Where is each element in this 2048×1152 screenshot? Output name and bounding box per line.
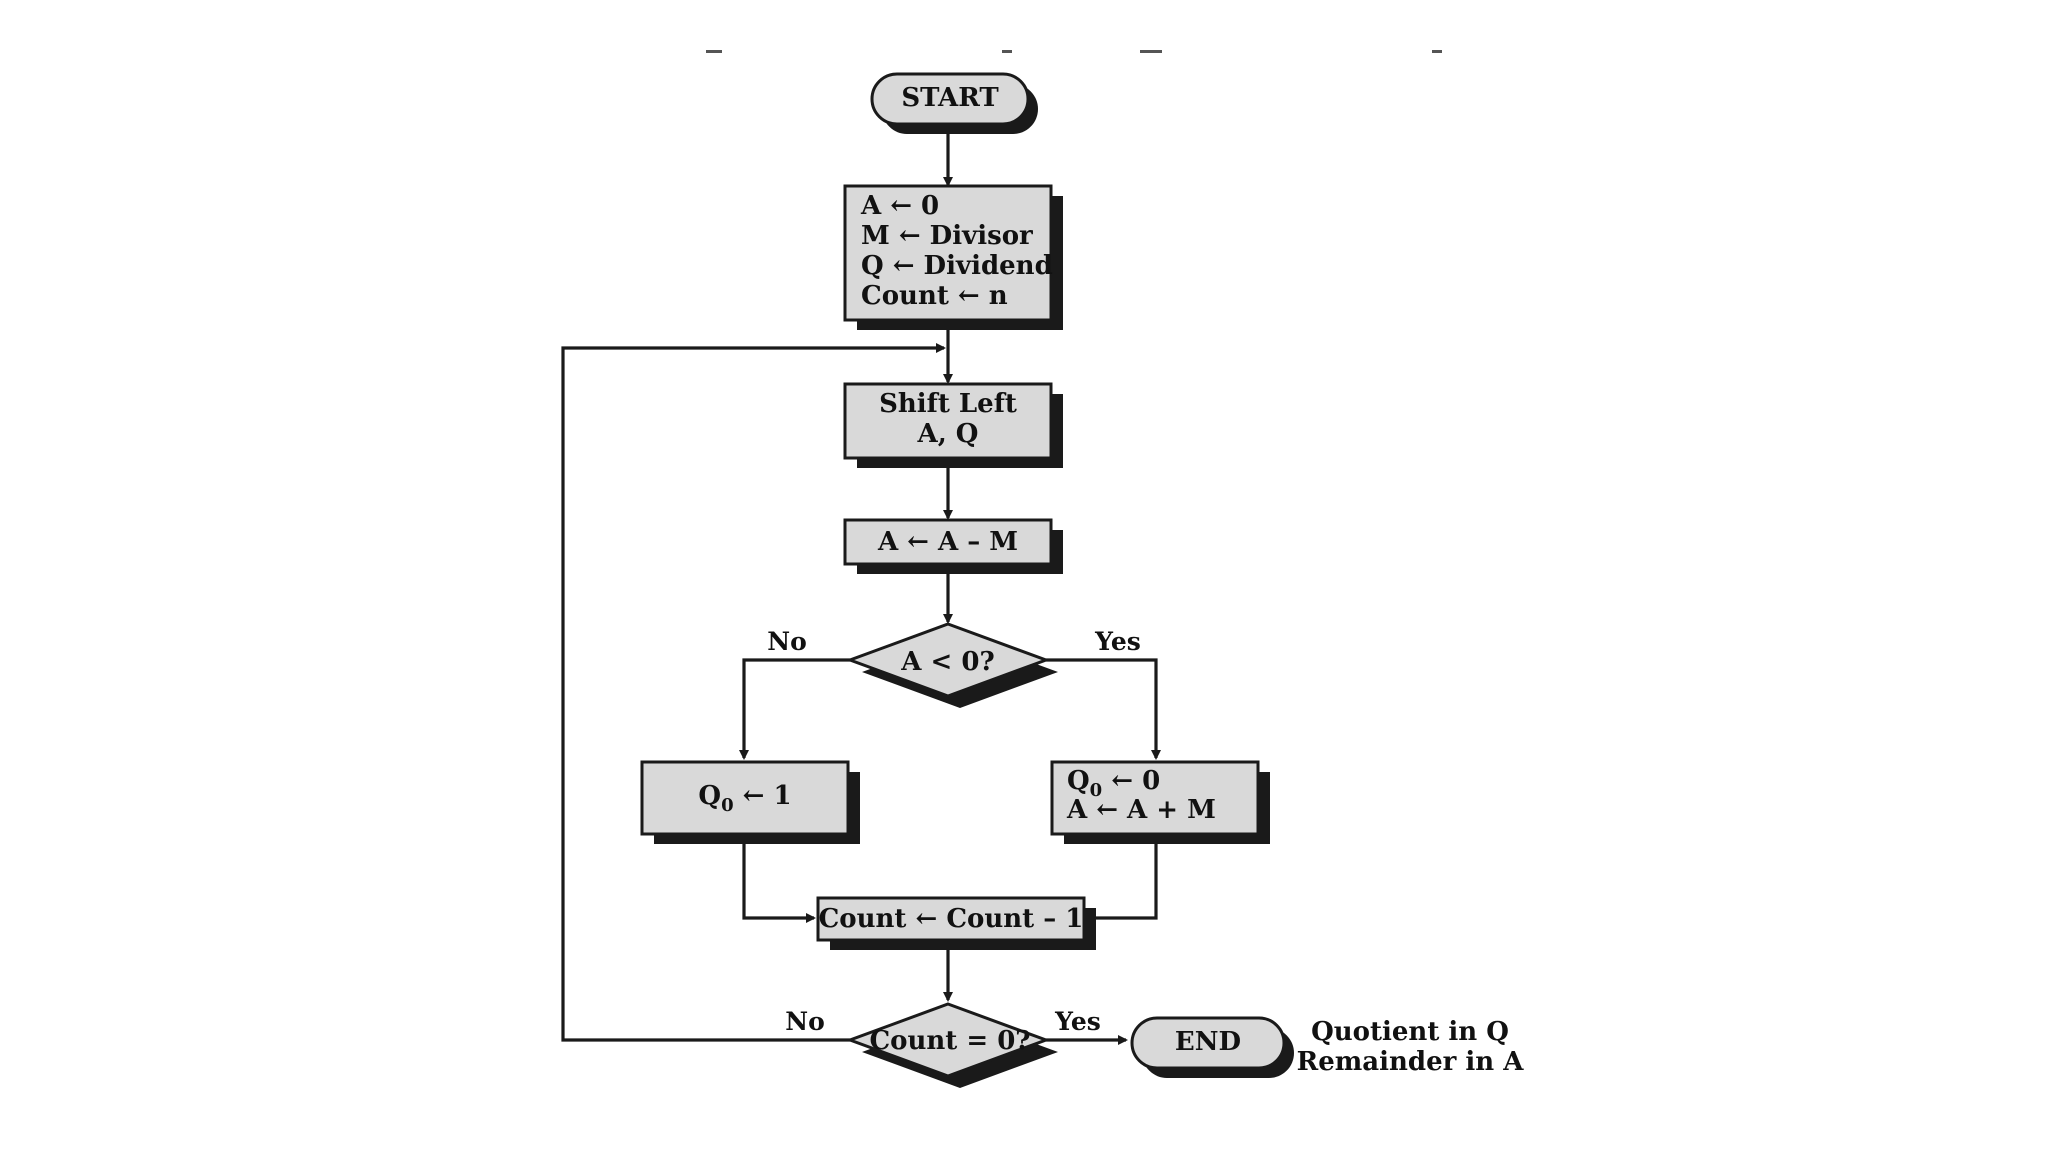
restore-line-2: A ← A + M xyxy=(1066,795,1216,825)
restore-node: Q0 ← 0 A ← A + M xyxy=(1050,760,1270,844)
decision-count-node: Count = 0? xyxy=(845,1002,1058,1088)
init-line-4: Count ← n xyxy=(861,281,1008,311)
set-q-node: Q0 ← 1 xyxy=(640,760,860,844)
end-node: END xyxy=(1130,1016,1294,1078)
decision-a-no-label: No xyxy=(767,627,807,656)
edge-setq-decrement xyxy=(742,834,816,923)
init-line-1: A ← 0 xyxy=(860,191,939,221)
result-note-line-2: Remainder in A xyxy=(1297,1047,1525,1077)
decision-a-yes-label: Yes xyxy=(1094,627,1141,656)
edge-decision-yes xyxy=(1046,658,1161,760)
edge-decision-no xyxy=(739,658,850,760)
init-line-3: Q ← Dividend xyxy=(861,251,1053,281)
decrement-label: Count ← Count – 1 xyxy=(819,904,1084,934)
decrement-node: Count ← Count – 1 xyxy=(816,896,1096,950)
decision-a-label: A < 0? xyxy=(900,647,994,677)
edge-loop-back xyxy=(561,343,946,1042)
end-label: END xyxy=(1175,1027,1241,1057)
result-note: Quotient in Q Remainder in A xyxy=(1297,1017,1525,1077)
cropped-header-fragments xyxy=(706,50,1442,53)
subtract-label: A ← A – M xyxy=(877,527,1018,557)
shift-node: Shift Left A, Q xyxy=(843,382,1063,468)
decision-a-node: A < 0? xyxy=(845,622,1058,708)
edge-restore-decrement xyxy=(1082,834,1158,923)
start-node: START xyxy=(870,72,1038,134)
start-label: START xyxy=(901,83,999,113)
restore-line-1: Q0 ← 0 xyxy=(1067,766,1160,801)
decision-count-no-label: No xyxy=(785,1007,825,1036)
decision-count-label: Count = 0? xyxy=(869,1026,1030,1056)
connectors xyxy=(561,122,1161,1045)
init-node: A ← 0 M ← Divisor Q ← Dividend Count ← n xyxy=(843,184,1063,330)
subtract-node: A ← A – M xyxy=(843,518,1063,574)
result-note-line-1: Quotient in Q xyxy=(1311,1017,1509,1047)
shift-line-1: Shift Left xyxy=(879,389,1017,419)
decision-count-yes-label: Yes xyxy=(1054,1007,1101,1036)
set-q-label: Q0 ← 1 xyxy=(698,781,791,816)
init-line-2: M ← Divisor xyxy=(861,221,1033,251)
shift-line-2: A, Q xyxy=(917,419,979,449)
